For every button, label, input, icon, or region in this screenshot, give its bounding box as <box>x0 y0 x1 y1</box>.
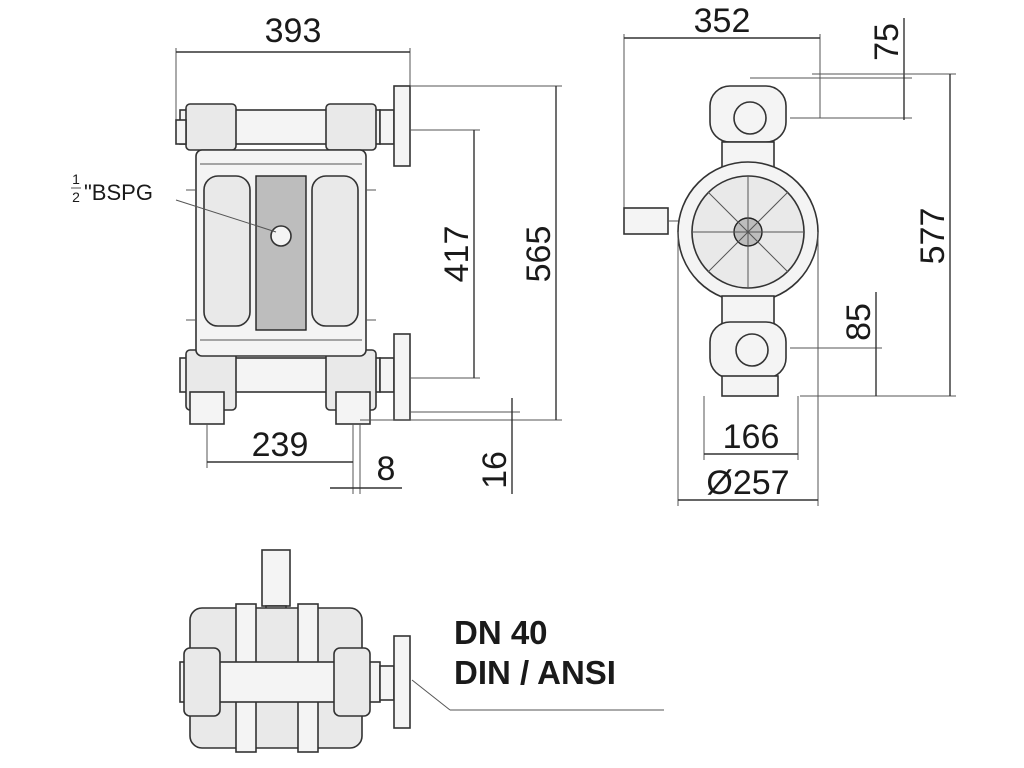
top-manifold <box>175 85 411 167</box>
side-view: 352 <box>623 2 956 506</box>
air-inlet-label: 1 2 "BSPG <box>71 171 277 233</box>
bottom-manifold <box>179 333 411 425</box>
dimension-height-417: 417 <box>410 129 480 379</box>
width-393-label: 393 <box>265 12 322 50</box>
height-577-label: 577 <box>914 208 952 265</box>
fraction-denominator: 2 <box>72 189 80 205</box>
base-166-label: 166 <box>723 418 780 456</box>
dimension-height-577: 577 <box>800 73 956 397</box>
air-valve <box>623 207 669 235</box>
dimension-offset-8: 8 <box>330 424 402 494</box>
dimension-width-393: 393 <box>175 12 411 128</box>
dimension-foot-16: 16 <box>410 398 520 494</box>
side-bottom-port <box>709 295 787 397</box>
dimension-top-75: 75 <box>750 18 912 120</box>
dimension-width-352: 352 <box>623 2 821 212</box>
connection-dn40-label: DN 40 <box>454 614 548 651</box>
foot-16-label: 16 <box>476 451 514 489</box>
height-417-label: 417 <box>438 226 476 283</box>
air-valve-top <box>261 549 291 607</box>
side-top-port <box>709 85 787 173</box>
dimension-bottom-85: 85 <box>790 292 882 396</box>
base-239-label: 239 <box>252 426 309 464</box>
dimension-base-239: 239 <box>206 424 354 494</box>
dimension-height-565: 565 <box>360 85 562 421</box>
diaphragm-housing <box>677 161 819 303</box>
diameter-257-label: Ø257 <box>706 464 789 502</box>
fraction-numerator: 1 <box>72 171 80 187</box>
connection-standard-label: DIN / ANSI <box>454 654 616 691</box>
pump-body <box>186 149 376 357</box>
top-75-label: 75 <box>868 23 906 61</box>
top-view: DN 40 DIN / ANSI <box>179 549 664 753</box>
front-view: 393 <box>71 12 562 494</box>
bottom-85-label: 85 <box>840 303 878 341</box>
height-565-label: 565 <box>520 226 558 283</box>
offset-8-label: 8 <box>377 450 396 488</box>
dimension-base-166: 166 <box>703 396 799 460</box>
width-352-label: 352 <box>694 2 751 40</box>
bspg-label: "BSPG <box>84 180 153 205</box>
dimension-diameter-257: Ø257 <box>677 232 819 506</box>
